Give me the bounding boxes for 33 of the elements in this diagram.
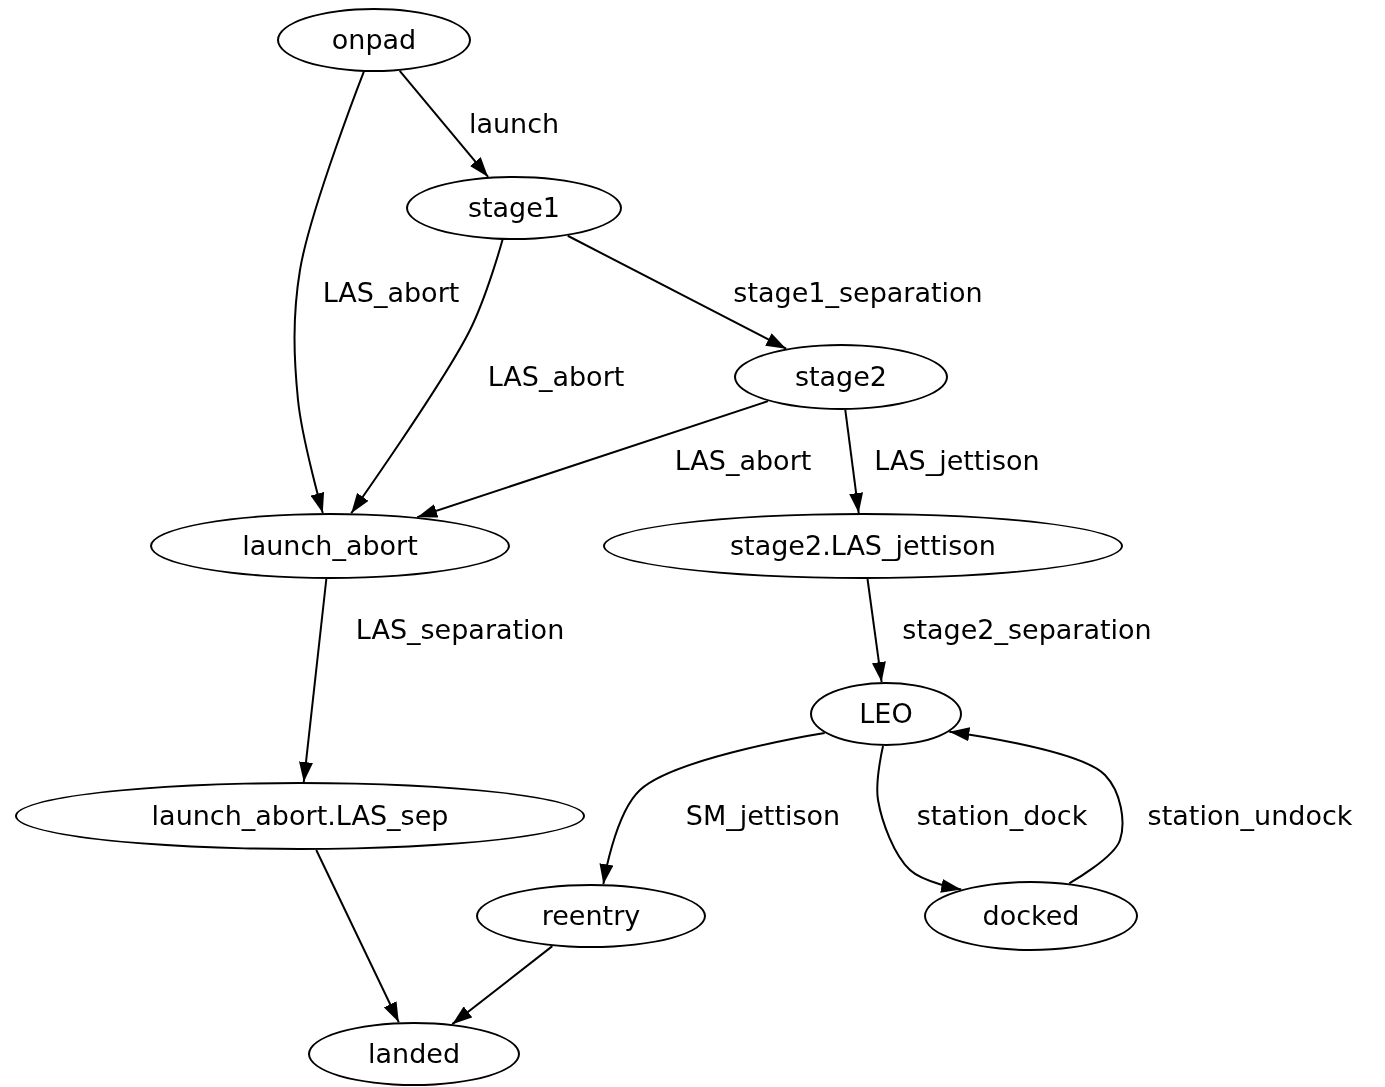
- state-name: reentry: [541, 901, 641, 931]
- state-ellipse: [734, 344, 948, 410]
- state-ellipse: [277, 8, 471, 72]
- state-ellipse: [15, 782, 585, 850]
- arrow: [315, 848, 400, 1024]
- arrow: [844, 408, 864, 514]
- arrow: [866, 578, 886, 684]
- state-name: launch_abort: [242, 531, 418, 561]
- state-name: stage2.LAS_jettison: [730, 531, 996, 561]
- arrow: [599, 731, 826, 886]
- state-ellipse: [150, 513, 510, 579]
- state-ellipse: [924, 881, 1138, 951]
- arrow: [299, 578, 328, 783]
- arrow: [948, 727, 1124, 885]
- state-name: docked: [982, 901, 1080, 931]
- state-name: LEO: [859, 699, 913, 729]
- arrow: [293, 70, 365, 515]
- state-name: onpad: [331, 25, 417, 55]
- state-ellipse: [308, 1022, 520, 1086]
- arrow: [566, 234, 788, 350]
- arrow: [451, 945, 554, 1026]
- arrow: [876, 745, 963, 893]
- state-ellipse: [810, 682, 962, 746]
- arrow: [350, 238, 504, 515]
- arrow: [416, 400, 770, 519]
- state-ellipse: [476, 884, 706, 948]
- state-ellipse: [603, 513, 1123, 579]
- arrow: [398, 69, 490, 178]
- state-name: landed: [367, 1039, 461, 1069]
- state-name: stage1: [467, 193, 561, 223]
- state-name: stage2: [794, 362, 888, 392]
- state-name: launch_abort.LAS_sep: [151, 801, 449, 831]
- state-ellipse: [406, 176, 622, 240]
